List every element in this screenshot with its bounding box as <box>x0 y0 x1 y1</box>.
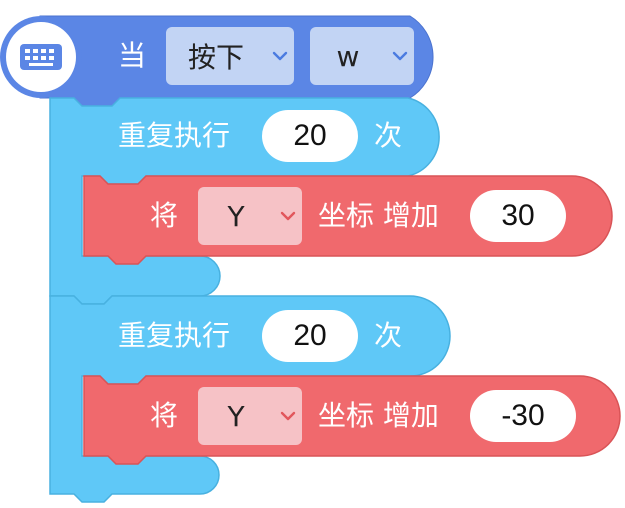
keyboard-icon <box>20 44 62 70</box>
move-1-amount-input[interactable]: 30 <box>470 190 566 242</box>
move-2-middle-label: 坐标 增加 <box>318 399 439 432</box>
move-1-label: 将 <box>150 199 179 232</box>
repeat-2-times-input[interactable]: 20 <box>262 310 358 362</box>
event-label: 当 <box>118 39 147 72</box>
move-1-axis-value: Y <box>227 199 245 233</box>
move-2-amount-input[interactable]: -30 <box>470 390 576 442</box>
move-2-axis-dropdown[interactable]: Y <box>198 387 302 445</box>
chevron-down-icon <box>266 51 294 61</box>
chevron-down-icon <box>386 51 414 61</box>
chevron-down-icon <box>274 411 302 421</box>
key-value: w <box>336 39 360 73</box>
repeat-2-suffix: 次 <box>374 319 403 352</box>
repeat-1-suffix: 次 <box>374 119 403 152</box>
key-action-value: 按下 <box>187 41 244 74</box>
chevron-down-icon <box>274 211 302 221</box>
repeat-1-times-input[interactable]: 20 <box>262 110 358 162</box>
move-1-middle-label: 坐标 增加 <box>318 199 439 232</box>
move-1-axis-dropdown[interactable]: Y <box>198 187 302 245</box>
move-2-label: 将 <box>150 399 179 432</box>
event-hat-icon <box>0 16 82 98</box>
move-2-axis-value: Y <box>227 399 245 433</box>
repeat-1-label: 重复执行 <box>118 119 231 152</box>
key-action-dropdown[interactable]: 按下 <box>166 27 294 85</box>
repeat-2-label: 重复执行 <box>118 319 231 352</box>
key-dropdown[interactable]: w <box>310 27 414 85</box>
